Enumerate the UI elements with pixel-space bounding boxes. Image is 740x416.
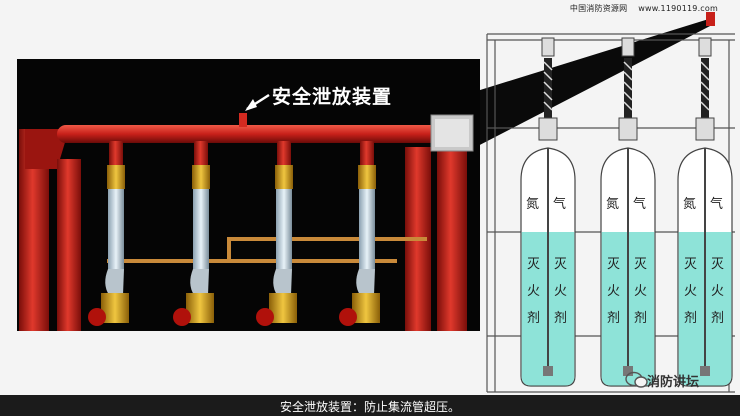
manifold-render [17, 59, 480, 331]
cyl3-body-char: 剂 [684, 311, 698, 326]
cyl2-body-char: 火 [607, 284, 621, 299]
cyl3-body-char: 剂 [711, 311, 725, 326]
cyl2-top-char-2: 气 [633, 197, 647, 212]
cyl3-body-char: 火 [711, 284, 725, 299]
cylinder-2 [600, 37, 656, 387]
cyl2-top-char-1: 氮 [606, 197, 620, 212]
site-header: 中国消防资源网 www.1190119.com [570, 3, 718, 14]
site-url: www.1190119.com [638, 4, 718, 13]
cyl3-top-char-2: 气 [710, 197, 724, 212]
collection-manifold [57, 125, 457, 143]
wechat-account: 消防讲坛 [647, 375, 700, 390]
safety-valve-small [706, 12, 715, 26]
cyl1-top-char-1: 氮 [526, 197, 540, 212]
branch-1 [88, 141, 129, 326]
callout-label: 安全泄放装置 [272, 86, 393, 108]
cyl1-body-char: 灭 [527, 257, 541, 272]
cyl2-body-char: 灭 [607, 257, 621, 272]
cyl2-body-char: 剂 [607, 311, 621, 326]
cyl3-body-char: 灭 [711, 257, 725, 272]
cyl1-body-char: 剂 [554, 311, 568, 326]
branch-4 [339, 141, 380, 326]
cyl1-body-char: 灭 [554, 257, 568, 272]
cylinder-1 [520, 37, 576, 387]
caption-bar [0, 395, 740, 416]
cyl2-body-char: 火 [634, 284, 648, 299]
safety-relief-device [239, 113, 247, 127]
cyl3-body-char: 灭 [684, 257, 698, 272]
branch-2 [173, 141, 214, 326]
wechat-logo-icon [625, 371, 648, 388]
cyl1-body-char: 剂 [527, 311, 541, 326]
cylinder-group [520, 37, 733, 387]
cylinder-3 [677, 37, 733, 387]
cyl1-body-char: 火 [527, 284, 541, 299]
manifold-illustration [19, 93, 474, 331]
cyl3-top-char-1: 氮 [683, 197, 697, 212]
branch-3 [256, 141, 297, 326]
cyl2-body-char: 剂 [634, 311, 648, 326]
cyl2-body-char: 灭 [634, 257, 648, 272]
caption-text: 安全泄放装置：防止集流管超压。 [279, 400, 460, 414]
frame-leg-left-2 [57, 159, 81, 331]
cyl3-body-char: 火 [684, 284, 698, 299]
cyl1-top-char-2: 气 [553, 197, 567, 212]
site-name: 中国消防资源网 [569, 4, 628, 13]
zoom-wedge [448, 18, 712, 150]
cyl1-body-char: 火 [554, 284, 568, 299]
